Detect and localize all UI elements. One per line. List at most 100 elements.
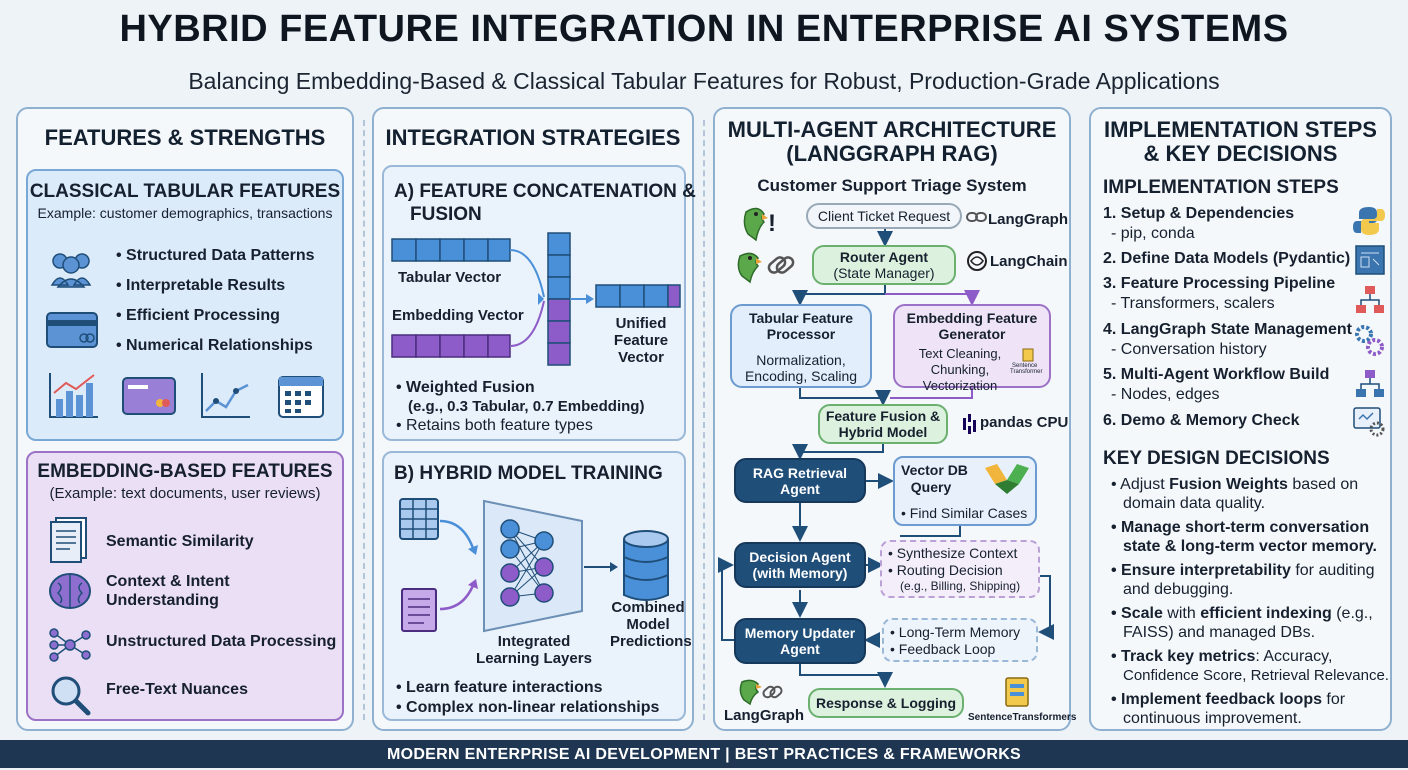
chain-link-icon: [762, 685, 783, 699]
page-subtitle: Balancing Embedding-Based & Classical Ta…: [188, 68, 1220, 94]
brain-icon: [49, 573, 91, 609]
embedding-item: Context & Intent: [106, 573, 230, 590]
database-icon: [623, 530, 669, 601]
tabular-processor-node: Tabular Feature Processor Normalization,…: [730, 304, 872, 388]
decision-line: state & long-term vector memory.: [1123, 538, 1377, 555]
magnifier-icon: [51, 676, 91, 716]
embedding-item: Unstructured Data Processing: [106, 633, 337, 650]
implementation-heading-2: & KEY DECISIONS: [1143, 141, 1338, 166]
vector-db-logo-icon: [985, 464, 1029, 494]
sentence-transformer-icon: [1022, 348, 1034, 362]
python-icon: [1353, 207, 1385, 235]
decision-bold: • Ensure interpretability: [1111, 562, 1291, 579]
unified-label: Unified: [615, 315, 667, 332]
client-ticket-node: Client Ticket Request: [806, 203, 962, 229]
architecture-heading: MULTI-AGENT ARCHITECTURE: [727, 117, 1057, 142]
features-column: FEATURES & STRENGTHS CLASSICAL TABULAR F…: [16, 107, 354, 731]
workflow-icon: [1356, 370, 1384, 397]
langchain-logo-icon: [967, 251, 987, 271]
tabular-proc-title: Tabular Feature: [749, 310, 853, 326]
tabular-vector-label: Tabular Vector: [398, 269, 502, 286]
predictions-label: Model: [626, 616, 670, 633]
chain-link-icon: [767, 256, 795, 274]
embedding-generator-node: Embedding Feature Generator Text Cleanin…: [893, 304, 1051, 393]
decision-line: Confidence Score, Retrieval Relevance.: [1123, 667, 1389, 684]
embed-gen-desc: Text Cleaning,: [918, 346, 1002, 361]
decision-line: • Track key metrics: Accuracy,: [1111, 648, 1332, 666]
memory-details-box: • Long-Term Memory • Feedback Loop: [882, 618, 1038, 662]
layers-label: Learning Layers: [476, 650, 592, 667]
concat-vector: [547, 232, 571, 366]
hybrid-training-box: B) HYBRID MODEL TRAINING Integrated Lear…: [382, 451, 692, 721]
training-bullet: • Learn feature interactions: [396, 679, 603, 696]
decision-line: • Adjust Fusion Weights based on: [1111, 476, 1358, 494]
parrot-icon: [739, 679, 762, 706]
training-diagram: [399, 498, 669, 633]
response-logging-node: Response & Logging: [808, 688, 964, 718]
embedding-features-title: EMBEDDING-BASED FEATURES: [37, 461, 333, 482]
decision-bold: • Scale: [1111, 605, 1163, 622]
sentence-transformers-label: SentenceTransformers: [968, 712, 1077, 723]
router-title: Router Agent: [839, 249, 929, 265]
fusion-bullet: (e.g., 0.3 Tabular, 0.7 Embedding): [408, 398, 645, 415]
embedding-example: (Example: text documents, user reviews): [49, 485, 321, 502]
decision-text: for auditing: [1290, 562, 1375, 579]
parrot-icon: [737, 252, 762, 284]
fusion-node-title: Feature Fusion &: [825, 408, 941, 424]
decision-agent-node: Decision Agent(with Memory): [734, 542, 866, 588]
pandas-label: pandas CPU: [980, 414, 1069, 431]
decision-item: (e.g., Billing, Shipping): [900, 579, 1021, 593]
rag-title-2: Agent: [780, 480, 820, 497]
implementation-heading: IMPLEMENTATION STEPS: [1104, 117, 1377, 142]
decision-bold: Fusion Weights: [1169, 476, 1288, 493]
system-title: Customer Support Triage System: [757, 176, 1027, 195]
decisions-title: KEY DESIGN DECISIONS: [1103, 448, 1330, 469]
decision-text: for: [1321, 691, 1346, 708]
embedding-item: Semantic Similarity: [106, 533, 254, 550]
tabular-item: • Structured Data Patterns: [116, 247, 315, 264]
bar-chart-icon: [49, 373, 98, 418]
langchain-label: LangChain: [990, 253, 1068, 270]
page-title: HYBRID FEATURE INTEGRATION IN ENTERPRISE…: [119, 8, 1289, 50]
embedding-item: Understanding: [106, 592, 219, 609]
users-icon: [50, 253, 92, 288]
decision-details-box: • Synthesize Context • Routing Decision …: [880, 540, 1040, 598]
hybrid-training-title: B) HYBRID MODEL TRAINING: [394, 463, 663, 484]
fusion-box: A) FEATURE CONCATENATION & FUSION Tabula…: [382, 165, 696, 441]
column-divider: [703, 120, 705, 720]
gears-icon: [1355, 325, 1384, 356]
router-agent-node: Router Agent(State Manager): [812, 245, 956, 285]
decision-line: domain data quality.: [1123, 495, 1266, 512]
features-heading: FEATURES & STRENGTHS: [44, 125, 326, 150]
training-bullet: • Complex non-linear relationships: [396, 699, 660, 716]
implementation-column: IMPLEMENTATION STEPS & KEY DECISIONS IMP…: [1089, 107, 1392, 731]
pipeline-icon: [1356, 286, 1384, 313]
tabular-proc-desc: Normalization,: [756, 352, 846, 368]
embedding-vector: [391, 334, 511, 358]
tabular-features-title: CLASSICAL TABULAR FEATURES: [29, 181, 341, 202]
step-title: 5. Multi-Agent Workflow Build: [1103, 366, 1330, 383]
calendar-icon: [278, 376, 324, 418]
response-label: Response & Logging: [816, 695, 956, 711]
step-title: 4. LangGraph State Management: [1103, 321, 1352, 338]
embed-gen-desc-3: Vectorization: [922, 378, 998, 393]
alert-mark: !: [768, 210, 776, 237]
tabular-proc-title-2: Processor: [766, 326, 836, 342]
memory-item: • Feedback Loop: [890, 641, 996, 657]
tabular-features-box: CLASSICAL TABULAR FEATURES Example: cust…: [26, 169, 344, 441]
embedding-item: Free-Text Nuances: [106, 681, 248, 698]
blueprint-icon: [1355, 245, 1385, 275]
sentence-transformers-icon: [1005, 677, 1029, 707]
unified-vector: [595, 284, 681, 308]
architecture-heading-2: (LANGGRAPH RAG): [786, 141, 998, 166]
decision-title-2: (with Memory): [752, 565, 848, 581]
document-icon: [50, 517, 87, 563]
network-icon: [49, 628, 91, 662]
tabular-item: • Interpretable Results: [116, 277, 286, 294]
langgraph-bottom-label: LangGraph: [724, 707, 805, 724]
fusion-bullet: • Retains both feature types: [396, 417, 593, 434]
unified-label: Vector: [618, 349, 664, 366]
table-icon: [399, 498, 439, 540]
predictions-label: Combined: [611, 599, 685, 616]
